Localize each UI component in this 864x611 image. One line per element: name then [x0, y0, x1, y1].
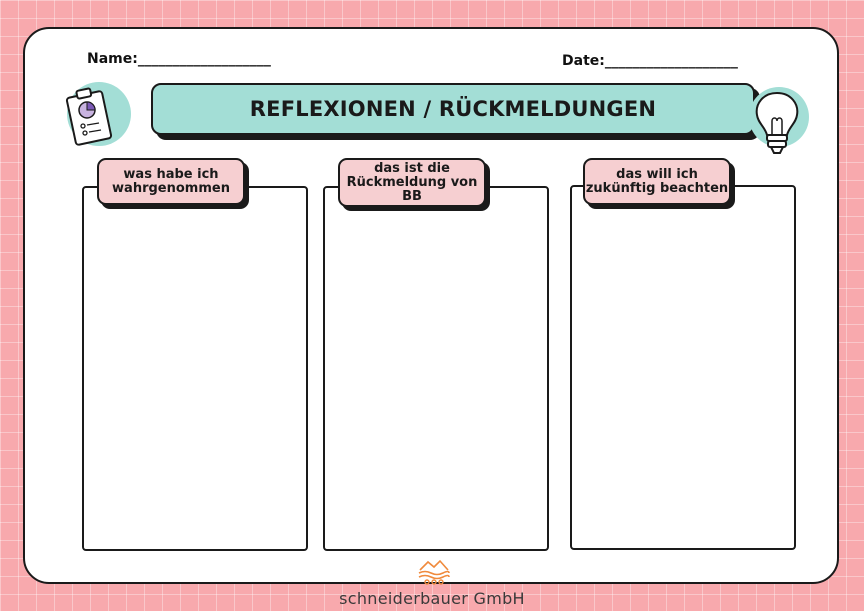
lightbulb-icon — [749, 87, 809, 154]
reflection-column-3[interactable] — [570, 185, 796, 550]
footer-company-name: schneiderbauer GmbH — [339, 589, 525, 608]
column-label-feedback: das ist die Rückmeldung von BB — [338, 158, 486, 207]
worksheet: Name:___________________ Date:__________… — [23, 27, 839, 585]
reflection-column-1[interactable] — [82, 186, 308, 551]
column-label-perceived: was habe ich wahrgenommen — [97, 158, 245, 205]
company-logo-icon — [418, 559, 450, 585]
page-title: REFLEXIONEN / RÜCKMELDUNGEN — [151, 83, 755, 135]
column-label-future: das will ich zukünftig beachten — [583, 158, 731, 205]
name-field[interactable]: Name:___________________ — [87, 51, 271, 67]
date-field[interactable]: Date:___________________ — [562, 53, 738, 69]
reflection-column-2[interactable] — [323, 186, 549, 551]
clipboard-chart-icon — [65, 82, 131, 146]
